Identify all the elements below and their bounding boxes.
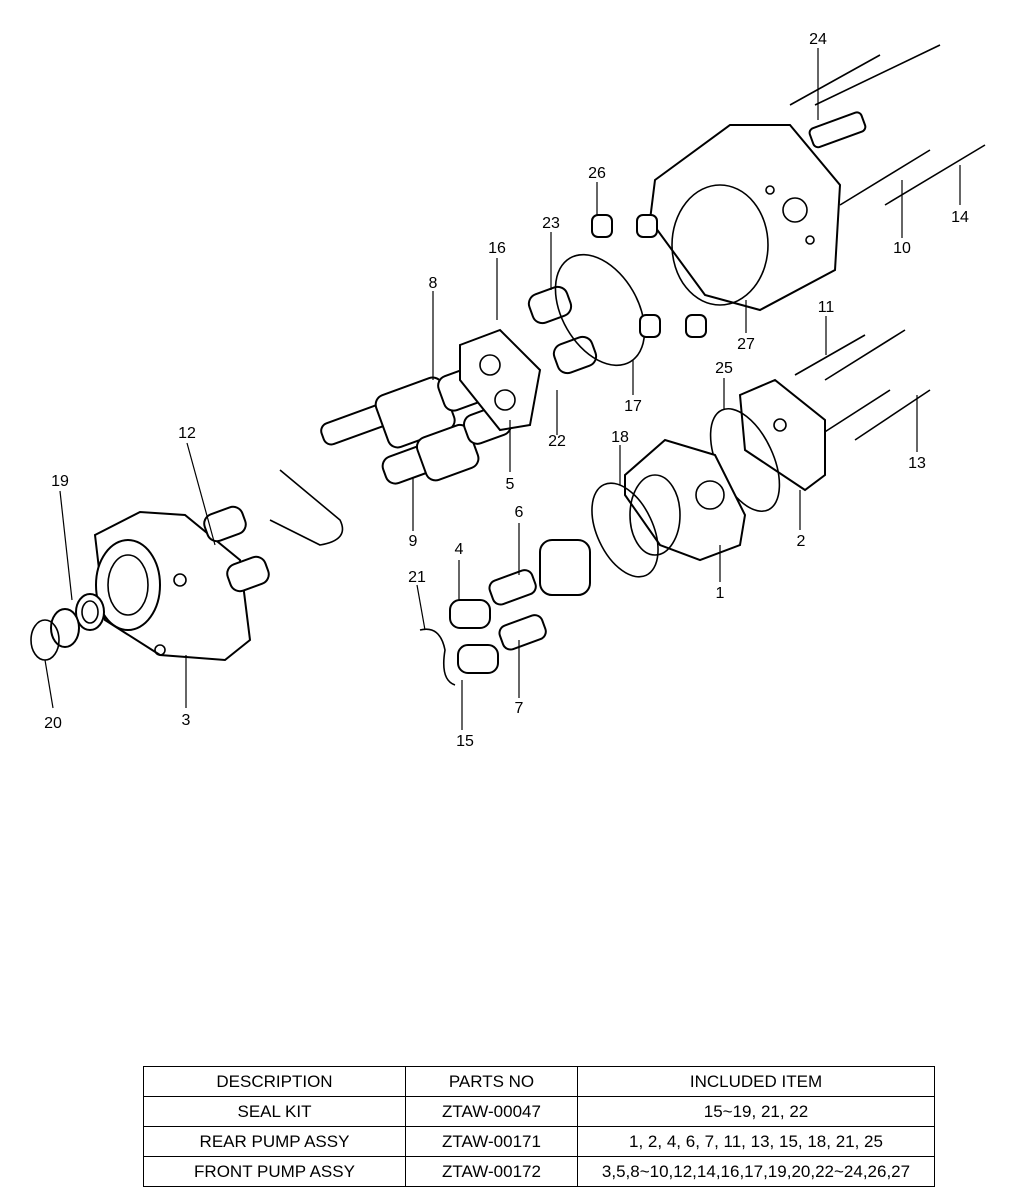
callout-26: 26 <box>588 165 606 182</box>
rear-side-bushings <box>527 285 598 375</box>
callout-22: 22 <box>548 433 566 450</box>
rear-cover <box>738 378 826 492</box>
column-header-description: DESCRIPTION <box>143 1066 406 1097</box>
front-seal-ring <box>269 469 344 546</box>
shaft-seals <box>30 593 105 661</box>
cell-description: FRONT PUMP ASSY <box>143 1156 406 1187</box>
dowel-pins <box>591 214 707 338</box>
callout-5: 5 <box>506 476 515 493</box>
cell-parts-no: ZTAW-00171 <box>405 1126 578 1157</box>
callout-6: 6 <box>515 504 524 521</box>
rear-body <box>624 438 747 562</box>
front-wear-plate <box>459 328 542 432</box>
spline-shaft <box>808 111 867 149</box>
callout-14: 14 <box>951 209 969 226</box>
callout-12: 12 <box>178 425 196 442</box>
callout-27: 27 <box>737 336 755 353</box>
callout-1: 1 <box>716 585 725 602</box>
callout-18: 18 <box>611 429 629 446</box>
callout-13: 13 <box>908 455 926 472</box>
callout-19: 19 <box>51 473 69 490</box>
rear-gears <box>449 539 591 674</box>
cell-included-item: 3,5,8~10,12,14,16,17,19,20,22~24,26,27 <box>577 1156 935 1187</box>
front-housing <box>93 510 252 662</box>
callout-11: 11 <box>818 299 835 316</box>
table-header-row: DESCRIPTION PARTS NO INCLUDED ITEM <box>143 1066 935 1097</box>
callout-16: 16 <box>488 240 506 257</box>
callout-20: 20 <box>44 715 62 732</box>
cell-description: SEAL KIT <box>143 1096 406 1127</box>
front-bushings <box>203 505 270 593</box>
callout-7: 7 <box>515 700 524 717</box>
table-row: REAR PUMP ASSY ZTAW-00171 1, 2, 4, 6, 7,… <box>143 1126 935 1157</box>
callout-3: 3 <box>182 712 191 729</box>
callout-8: 8 <box>429 275 438 292</box>
table-row: SEAL KIT ZTAW-00047 15~19, 21, 22 <box>143 1096 935 1127</box>
parts-table: DESCRIPTION PARTS NO INCLUDED ITEM SEAL … <box>143 1066 935 1187</box>
callout-4: 4 <box>455 541 464 558</box>
exploded-pump-diagram: 1 2 3 4 5 6 7 8 9 10 11 12 13 14 15 16 1… <box>30 31 986 750</box>
callout-25: 25 <box>715 360 733 377</box>
rear-o-ring <box>591 482 659 578</box>
cell-description: REAR PUMP ASSY <box>143 1126 406 1157</box>
callout-10: 10 <box>893 240 911 257</box>
callout-17: 17 <box>624 398 642 415</box>
center-body <box>648 124 842 312</box>
callout-24: 24 <box>809 31 827 48</box>
cell-parts-no: ZTAW-00047 <box>405 1096 578 1127</box>
callout-21: 21 <box>408 569 426 586</box>
callout-15: 15 <box>456 733 474 750</box>
cell-included-item: 1, 2, 4, 6, 7, 11, 13, 15, 18, 21, 25 <box>577 1126 935 1157</box>
rear-seals <box>419 628 456 686</box>
front-o-ring <box>554 253 646 367</box>
column-header-included-item: INCLUDED ITEM <box>577 1066 935 1097</box>
callout-2: 2 <box>797 533 806 550</box>
column-header-parts-no: PARTS NO <box>405 1066 578 1097</box>
cell-included-item: 15~19, 21, 22 <box>577 1096 935 1127</box>
cell-parts-no: ZTAW-00172 <box>405 1156 578 1187</box>
callout-23: 23 <box>542 215 560 232</box>
leader-lines <box>44 48 961 730</box>
table-row: FRONT PUMP ASSY ZTAW-00172 3,5,8~10,12,1… <box>143 1156 935 1187</box>
callout-9: 9 <box>409 533 418 550</box>
